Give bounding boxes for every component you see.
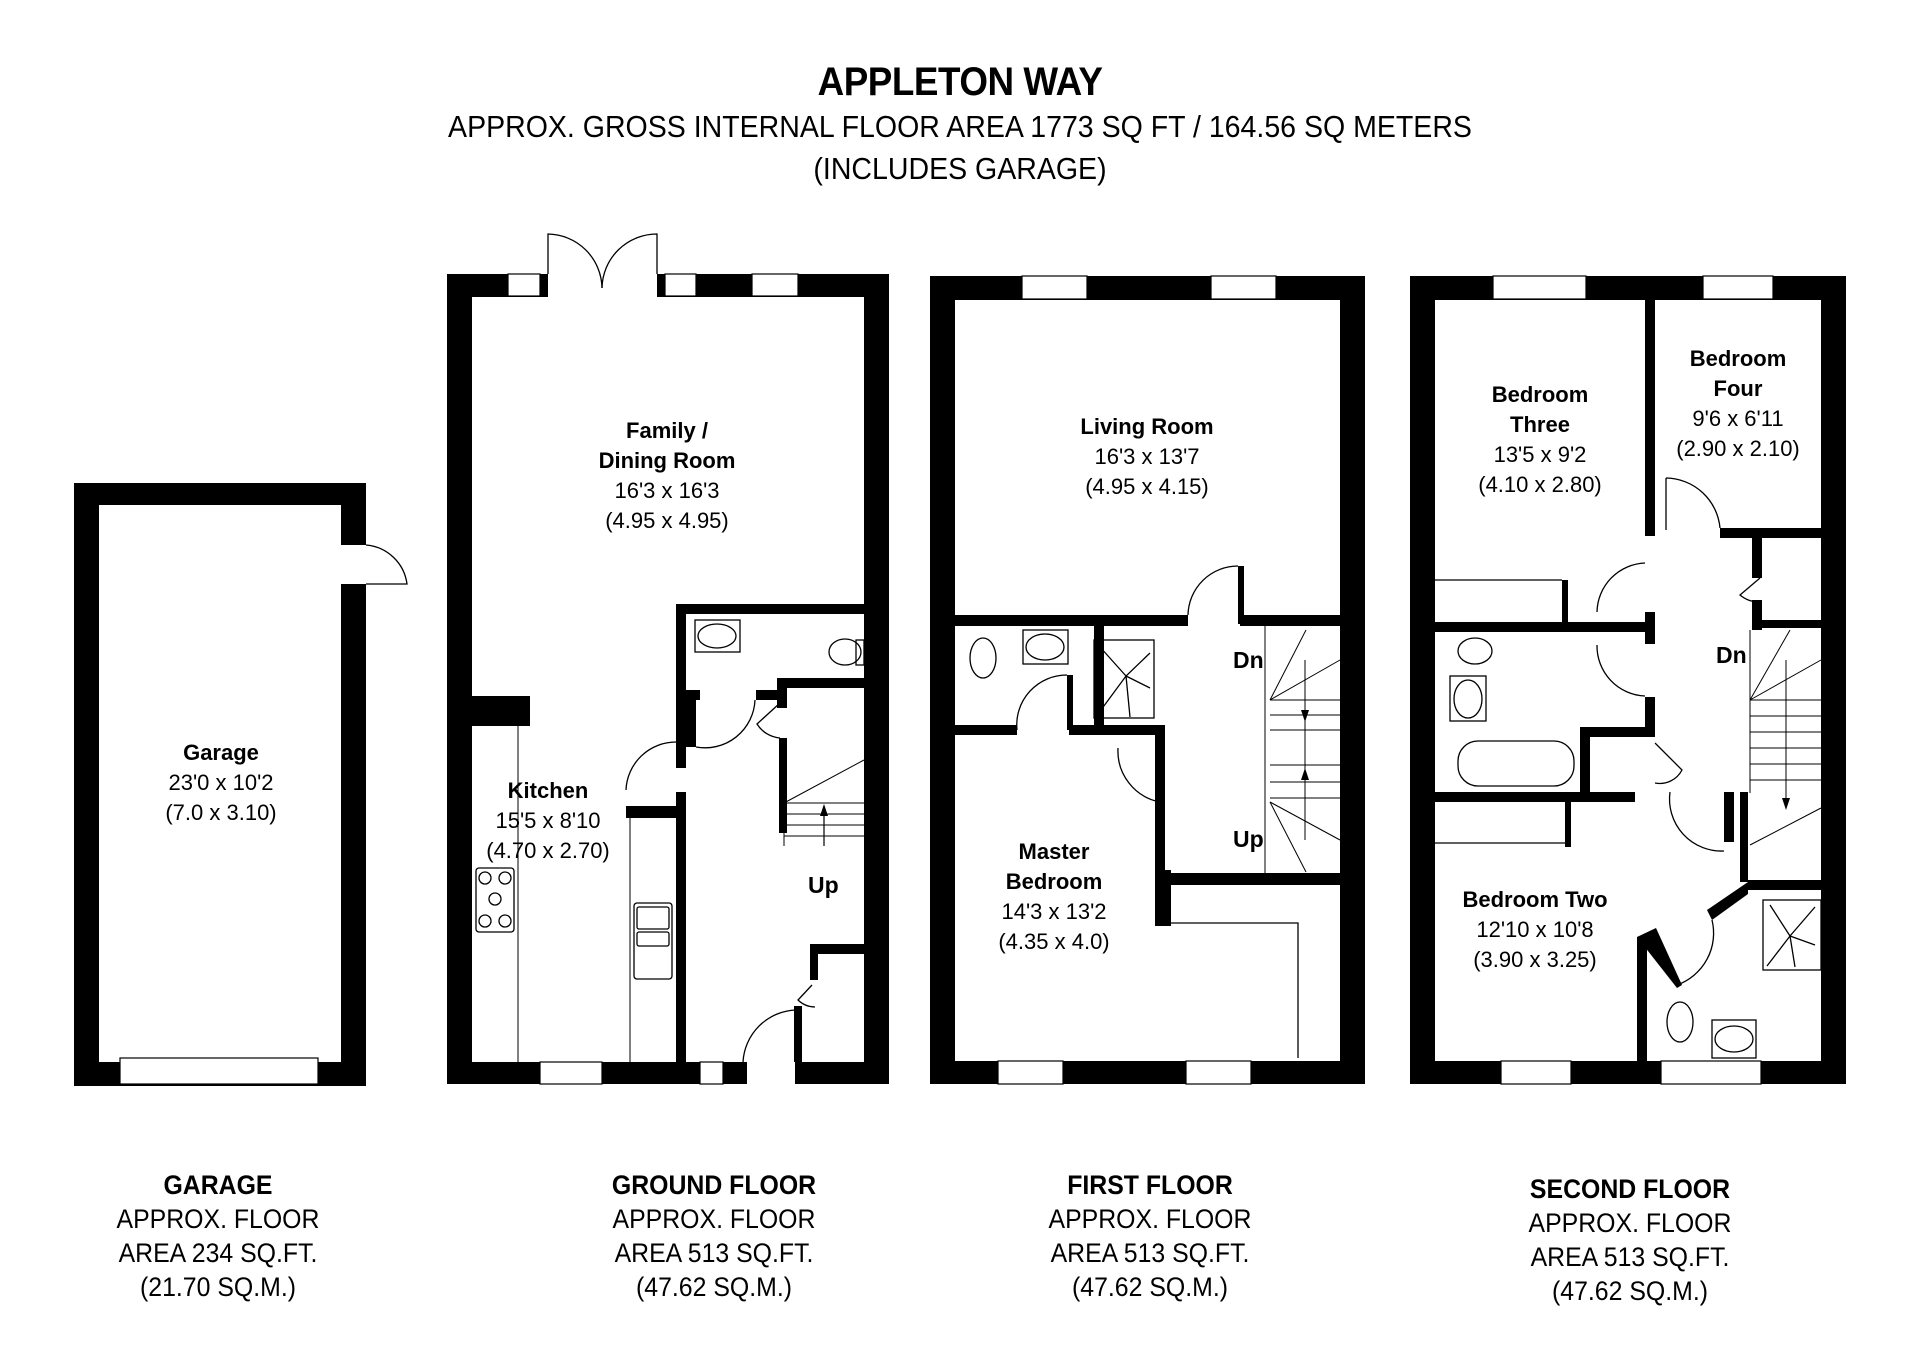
room-name: Living Room: [1080, 414, 1214, 439]
room-dimensions-metric: (4.95 x 4.95): [605, 508, 729, 533]
wc-basin-icon: [694, 619, 741, 653]
garage-plan: [74, 483, 408, 1086]
room-dimensions-imperial: 12'10 x 10'8: [1476, 917, 1594, 942]
floor-caption-garage: GARAGE APPROX. FLOOR AREA 234 SQ.FT. (21…: [108, 1168, 329, 1304]
floor-area-line: (21.70 SQ.M.): [140, 1272, 296, 1302]
room-bedroom-three: Bedroom Three 13'5 x 9'2 (4.10 x 2.80): [1478, 380, 1602, 500]
room-bedroom-two: Bedroom Two 12'10 x 10'8 (3.90 x 3.25): [1462, 885, 1607, 975]
room-family-dining: Family / Dining Room 16'3 x 16'3 (4.95 x…: [599, 416, 736, 536]
room-garage: Garage 23'0 x 10'2 (7.0 x 3.10): [165, 738, 276, 828]
room-name: Family / Dining Room: [598, 418, 736, 473]
floor-area-line: APPROX. FLOOR: [116, 1204, 320, 1234]
stair-down-label-second: Dn: [1716, 642, 1747, 668]
room-name: Kitchen: [507, 778, 589, 803]
room-dimensions-metric: (4.10 x 2.80): [1478, 472, 1602, 497]
floor-area-line: APPROX. FLOOR: [612, 1204, 816, 1234]
room-dimensions-metric: (4.95 x 4.15): [1085, 474, 1209, 499]
room-dimensions-imperial: 16'3 x 13'7: [1094, 444, 1200, 469]
floor-name: FIRST FLOOR: [1067, 1170, 1233, 1200]
floor-area-line: AREA 513 SQ.FT.: [1530, 1242, 1730, 1272]
stair-down-label-first: Dn: [1233, 647, 1264, 673]
header: APPLETON WAY APPROX. GROSS INTERNAL FLOO…: [0, 58, 1920, 190]
room-dimensions-metric: (2.90 x 2.10): [1676, 436, 1800, 461]
room-dimensions-imperial: 16'3 x 16'3: [614, 478, 720, 503]
ground-floor-plan: [447, 233, 889, 1085]
hob-icon: [475, 867, 515, 933]
room-dimensions-imperial: 15'5 x 8'10: [495, 808, 601, 833]
room-dimensions-metric: (4.70 x 2.70): [486, 838, 610, 863]
room-dimensions-metric: (3.90 x 3.25): [1473, 947, 1597, 972]
sink-icon: [633, 902, 673, 980]
toilet-icon: [828, 638, 865, 666]
stair-up-label-ground: Up: [808, 872, 839, 898]
floor-caption-ground: GROUND FLOOR APPROX. FLOOR AREA 513 SQ.F…: [603, 1168, 825, 1304]
room-master-bedroom: Master Bedroom 14'3 x 13'2 (4.35 x 4.0): [998, 837, 1109, 957]
room-name: Garage: [183, 740, 259, 765]
stair-up-label-first: Up: [1233, 826, 1264, 852]
room-dimensions-imperial: 13'5 x 9'2: [1493, 442, 1587, 467]
room-dimensions-imperial: 23'0 x 10'2: [168, 770, 274, 795]
room-dimensions-imperial: 9'6 x 6'11: [1692, 406, 1784, 431]
room-bedroom-four: Bedroom Four 9'6 x 6'11 (2.90 x 2.10): [1676, 344, 1800, 464]
floor-name: SECOND FLOOR: [1529, 1174, 1731, 1204]
room-living-room: Living Room 16'3 x 13'7 (4.95 x 4.15): [1080, 412, 1213, 502]
room-name: Bedroom Three: [1491, 382, 1589, 437]
floor-area-line: APPROX. FLOOR: [1048, 1204, 1252, 1234]
floor-caption-first: FIRST FLOOR APPROX. FLOOR AREA 513 SQ.FT…: [1040, 1168, 1261, 1304]
room-name: Bedroom Four: [1689, 346, 1787, 401]
floor-area-line: APPROX. FLOOR: [1528, 1208, 1732, 1238]
room-name: Bedroom Two: [1462, 887, 1608, 912]
floor-area-line: (47.62 SQ.M.): [636, 1272, 792, 1302]
gross-area-subtitle: APPROX. GROSS INTERNAL FLOOR AREA 1773 S…: [448, 109, 1472, 144]
garage-door: [119, 1057, 319, 1085]
floor-area-line: (47.62 SQ.M.): [1072, 1272, 1228, 1302]
room-dimensions-imperial: 14'3 x 13'2: [1001, 899, 1107, 924]
room-dimensions-metric: (7.0 x 3.10): [165, 800, 277, 825]
page-title: APPLETON WAY: [817, 60, 1103, 104]
second-floor-plan: [1410, 275, 1846, 1085]
room-dimensions-metric: (4.35 x 4.0): [998, 929, 1110, 954]
first-floor-plan: [930, 275, 1365, 1085]
floor-name: GROUND FLOOR: [611, 1170, 817, 1200]
floor-area-line: AREA 234 SQ.FT.: [118, 1238, 318, 1268]
floor-area-line: AREA 513 SQ.FT.: [614, 1238, 814, 1268]
room-name: Master Bedroom: [1005, 839, 1103, 894]
floor-area-line: AREA 513 SQ.FT.: [1050, 1238, 1250, 1268]
floor-area-line: (47.62 SQ.M.): [1552, 1276, 1708, 1306]
floor-caption-second: SECOND FLOOR APPROX. FLOOR AREA 513 SQ.F…: [1520, 1172, 1741, 1308]
door-swing-icon: [365, 544, 408, 585]
floor-name: GARAGE: [163, 1170, 273, 1200]
includes-garage-note: (INCLUDES GARAGE): [813, 151, 1107, 186]
room-kitchen: Kitchen 15'5 x 8'10 (4.70 x 2.70): [486, 776, 610, 866]
